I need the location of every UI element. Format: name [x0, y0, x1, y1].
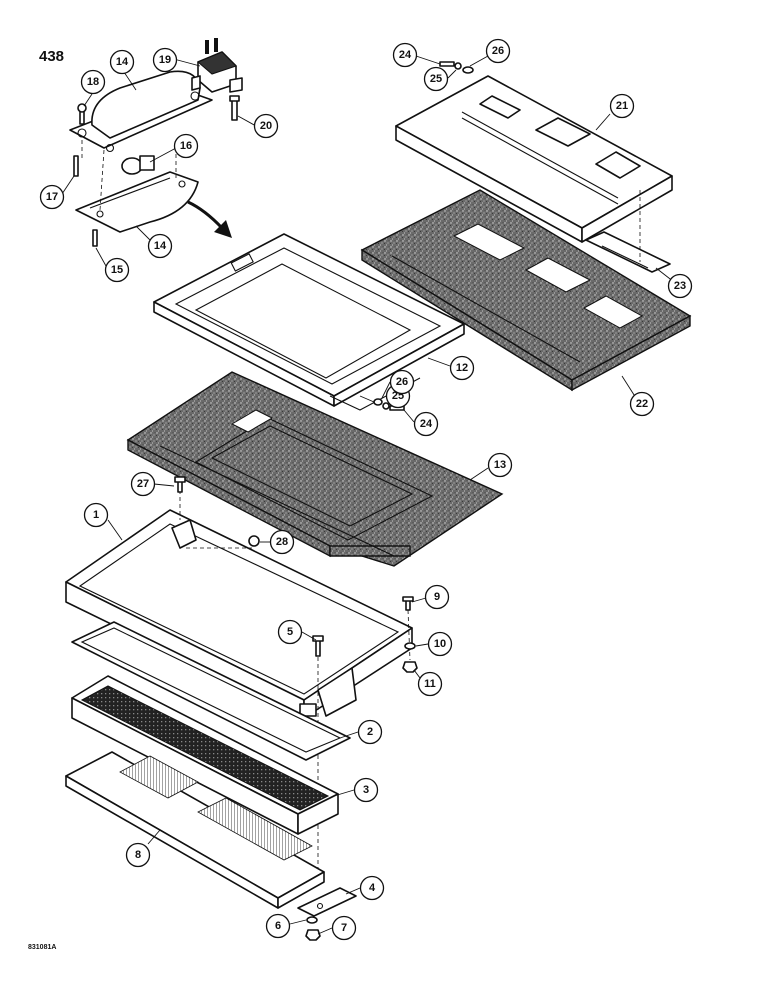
callout-1: 1 [83, 502, 109, 528]
svg-text:12: 12 [456, 362, 468, 374]
svg-text:20: 20 [260, 120, 272, 132]
svg-text:27: 27 [137, 478, 149, 490]
callout-4: 4 [359, 875, 385, 901]
callout-23: 23 [667, 273, 693, 299]
svg-text:22: 22 [636, 398, 648, 410]
part-23-hinge [585, 231, 671, 273]
callout-3: 3 [353, 777, 379, 803]
svg-text:26: 26 [396, 376, 408, 388]
part-3-filter [71, 675, 339, 835]
svg-text:16: 16 [180, 140, 192, 152]
part-1-housing [65, 509, 413, 719]
callout-22: 22 [629, 391, 655, 417]
callout-6: 6 [265, 913, 291, 939]
callout-9: 9 [424, 584, 450, 610]
part-19-switch [191, 38, 243, 93]
part-18-screw [77, 103, 87, 125]
callout-25a: 25 [423, 66, 449, 92]
svg-text:21: 21 [616, 100, 628, 112]
callout-27: 27 [130, 471, 156, 497]
callout-12: 12 [449, 355, 475, 381]
callout-24b: 24 [413, 411, 439, 437]
callout-28: 28 [269, 529, 295, 555]
svg-text:24: 24 [399, 49, 412, 61]
svg-text:28: 28 [276, 536, 288, 548]
callout-7: 7 [331, 915, 357, 941]
leader-lines [61, 55, 675, 935]
callout-11: 11 [417, 671, 443, 697]
svg-text:14: 14 [154, 240, 167, 252]
svg-text:11: 11 [424, 678, 436, 690]
svg-text:8: 8 [135, 849, 141, 861]
part-6-washer [306, 916, 318, 924]
part-9-screw [402, 596, 414, 611]
part-12-roof-panel [153, 233, 465, 411]
callout-8: 8 [125, 842, 151, 868]
svg-text:5: 5 [287, 626, 293, 638]
part-10-washer [404, 642, 416, 650]
part-16-lamp [121, 155, 155, 175]
part-21-top-panel [395, 75, 673, 243]
page-number: 438 [39, 48, 65, 65]
svg-text:17: 17 [46, 191, 58, 203]
part-4-bracket [297, 887, 357, 917]
svg-text:24: 24 [420, 418, 433, 430]
svg-text:6: 6 [275, 920, 281, 932]
svg-text:25: 25 [430, 73, 442, 85]
part-8-grille-tray [65, 751, 325, 909]
part-20-screw [229, 95, 240, 121]
svg-text:9: 9 [434, 591, 440, 603]
svg-text:10: 10 [434, 638, 446, 650]
part-14-lamp-base [75, 171, 199, 233]
callout-14b: 14 [147, 233, 173, 259]
svg-text:15: 15 [111, 264, 123, 276]
callout-19: 19 [152, 47, 178, 73]
callout-20: 20 [253, 113, 279, 139]
callout-18: 18 [80, 69, 106, 95]
part-22-insulation-mat [360, 189, 692, 392]
svg-text:3: 3 [363, 784, 369, 796]
part-11-nut [402, 661, 418, 673]
svg-text:13: 13 [494, 459, 506, 471]
callout-26b: 26 [389, 369, 415, 395]
callout-10: 10 [427, 631, 453, 657]
svg-text:1: 1 [93, 509, 99, 521]
figure-code: 831081A [28, 944, 57, 951]
callout-26a: 26 [485, 38, 511, 64]
part-27-screw [174, 476, 186, 493]
svg-text:26: 26 [492, 45, 504, 57]
callout-15: 15 [104, 257, 130, 283]
svg-text:7: 7 [341, 922, 347, 934]
callout-17: 17 [39, 184, 65, 210]
svg-text:2: 2 [367, 726, 373, 738]
svg-text:23: 23 [674, 280, 686, 292]
part-14-dome-cover [69, 70, 213, 153]
svg-text:18: 18 [87, 76, 99, 88]
callout-5: 5 [277, 619, 303, 645]
callout-14a: 14 [109, 49, 135, 75]
svg-text:4: 4 [369, 882, 376, 894]
callout-2: 2 [357, 719, 383, 745]
part-13-insulation-mat [126, 371, 504, 567]
svg-text:19: 19 [159, 54, 171, 66]
part-28-grommet [248, 535, 260, 547]
callout-16: 16 [173, 133, 199, 159]
part-15-screw [92, 229, 98, 247]
callout-24a: 24 [392, 42, 418, 68]
part-7-nut [305, 929, 321, 941]
callout-13: 13 [487, 452, 513, 478]
svg-text:14: 14 [116, 56, 129, 68]
assembly-arrow [187, 200, 232, 238]
callout-21: 21 [609, 93, 635, 119]
callouts: 1 2 3 4 5 6 7 8 9 10 11 12 13 14 14 15 1… [39, 38, 693, 941]
part-17-screw [73, 155, 79, 177]
